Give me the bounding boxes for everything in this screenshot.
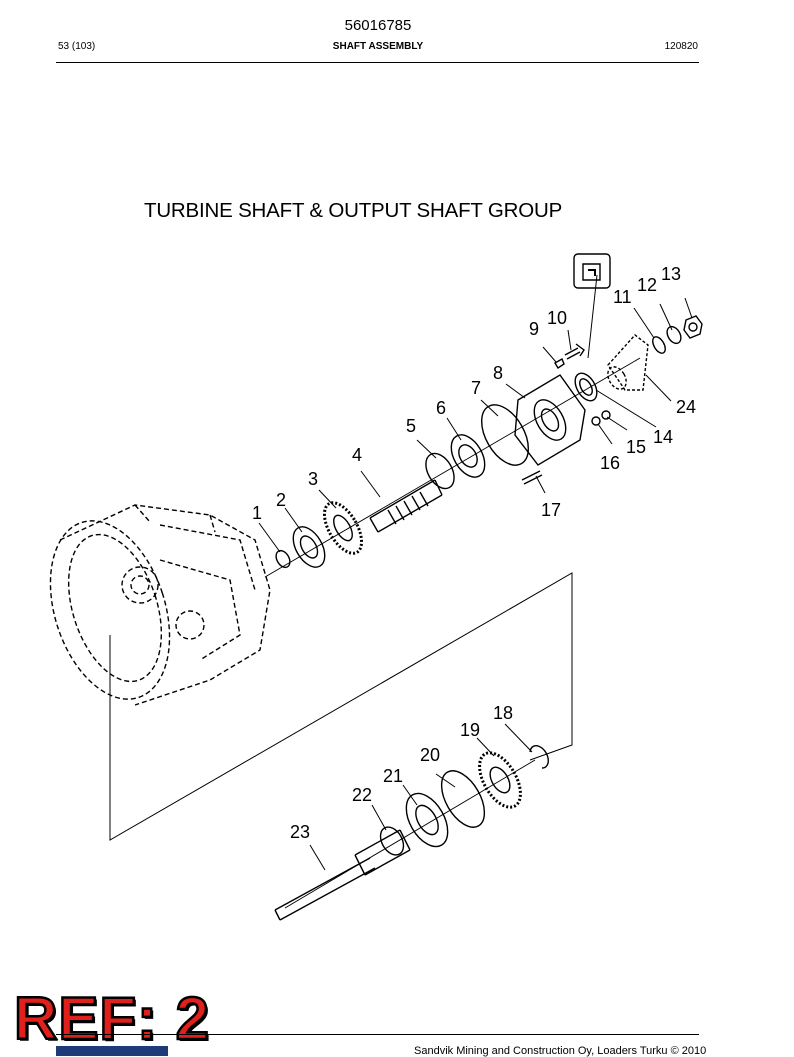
part-14-seal [574, 372, 598, 402]
part-5-snap-ring [425, 452, 455, 490]
upper-shaft-axis [264, 357, 641, 578]
callout-17: 17 [541, 500, 561, 520]
callout-5: 5 [406, 416, 416, 436]
section-title: SHAFT ASSEMBLY [332, 41, 424, 52]
diagram-title: TURBINE SHAFT & OUTPUT SHAFT GROUP [144, 199, 563, 222]
part-15-nut [601, 410, 611, 420]
part-12-washer [666, 325, 682, 345]
callout-16: 16 [600, 453, 620, 473]
transmission-housing [49, 504, 271, 706]
part-6-bearing [450, 434, 486, 478]
part-1-snap-ring [275, 549, 291, 569]
document-number: 56016785 [344, 17, 412, 34]
callout-7: 7 [471, 378, 481, 398]
callout-15: 15 [626, 437, 646, 457]
part-8-bearing-housing [514, 374, 586, 466]
part-23-output-shaft [274, 829, 411, 921]
connector-lines [109, 572, 573, 841]
part-24-output-flange [607, 334, 649, 391]
callout-11: 11 [613, 287, 632, 307]
part-2-bearing [292, 526, 326, 568]
callout-6: 6 [436, 398, 446, 418]
part-19-gear [478, 751, 522, 809]
callout-12: 12 [637, 275, 657, 295]
part-13-nut [683, 315, 703, 339]
part-20-o-ring [440, 770, 486, 828]
part-16-nut [591, 416, 601, 426]
part-18-snap-ring [529, 745, 549, 769]
exploded-parts-diagram: 1 2 3 4 5 6 7 8 9 10 11 12 13 14 15 16 1… [49, 253, 703, 921]
part-9-washer [554, 357, 565, 369]
header-rule [56, 62, 699, 63]
part-21-bearing [405, 792, 449, 848]
ref-stamp: REF: 2 [13, 984, 211, 1053]
callout-2: 2 [276, 490, 286, 510]
part-10-bolt [564, 343, 585, 360]
part-7-o-ring [480, 404, 530, 466]
callout-10: 10 [547, 308, 567, 328]
part-11-o-ring [652, 336, 666, 354]
footer-copyright: Sandvik Mining and Construction Oy, Load… [414, 1045, 707, 1057]
callout-1: 1 [252, 503, 262, 523]
callout-24: 24 [676, 397, 696, 417]
leader-lines [258, 274, 693, 871]
callout-14: 14 [653, 427, 673, 447]
callout-21: 21 [383, 766, 403, 786]
part-4-turbine-shaft [369, 479, 443, 533]
callout-20: 20 [420, 745, 440, 765]
callout-18: 18 [493, 703, 513, 723]
callout-9: 9 [529, 319, 539, 339]
brand-logo [56, 1046, 168, 1056]
document-code: 120820 [664, 41, 698, 52]
part-3-gear [322, 501, 364, 555]
part-17-dowel-pin [521, 470, 543, 485]
callout-3: 3 [308, 469, 318, 489]
callout-numbers: 1 2 3 4 5 6 7 8 9 10 11 12 13 14 15 16 1… [252, 264, 696, 842]
seal-detail-inset [573, 253, 611, 289]
callout-4: 4 [352, 445, 362, 465]
page-reference: 53 (103) [58, 41, 96, 52]
callout-23: 23 [290, 822, 310, 842]
callout-8: 8 [493, 363, 503, 383]
callout-19: 19 [460, 720, 480, 740]
callout-22: 22 [352, 785, 372, 805]
footer-rule [56, 1034, 699, 1035]
callout-13: 13 [661, 264, 681, 284]
lower-shaft-axis [284, 759, 536, 909]
